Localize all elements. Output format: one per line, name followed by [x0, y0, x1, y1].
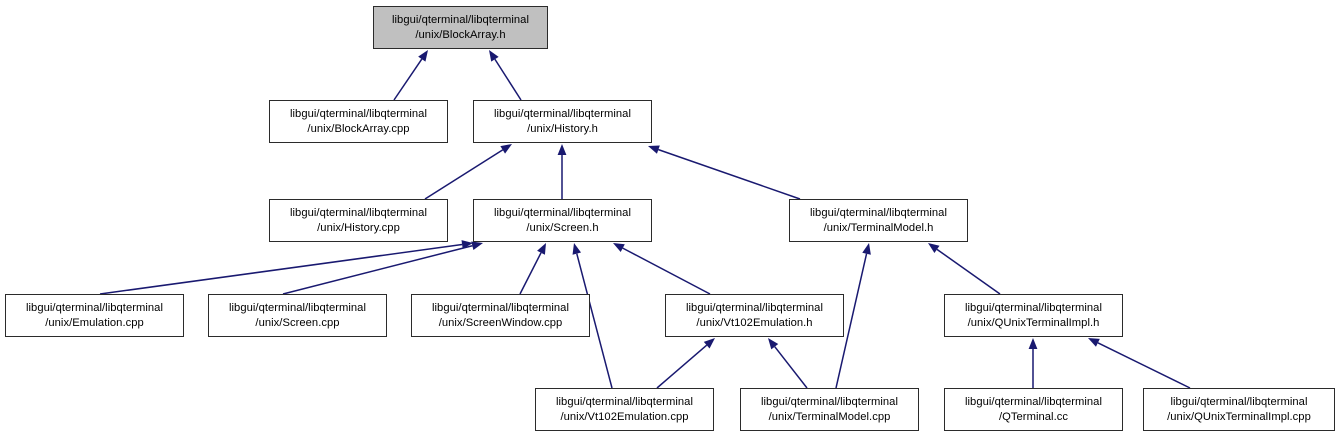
graph-edge-screen_h-to-history_h [557, 144, 567, 199]
node-label-line2: /unix/Emulation.cpp [45, 316, 144, 329]
graph-edge-qunixterminalimpl_cpp-to-qunixterminalimpl_h [1088, 338, 1191, 389]
node-label-line1: libgui/qterminal/libqterminal [493, 206, 631, 219]
graph-node-qunixterminalimpl_h[interactable]: libgui/qterminal/libqterminal/unix/QUnix… [944, 294, 1123, 337]
graph-node-screenwindow_cpp[interactable]: libgui/qterminal/libqterminal/unix/Scree… [411, 294, 590, 337]
node-label-line2: /unix/TerminalModel.cpp [768, 410, 891, 423]
node-label-line2: /unix/BlockArray.h [415, 28, 506, 41]
graph-node-terminalmodel_cpp[interactable]: libgui/qterminal/libqterminal/unix/Termi… [740, 388, 919, 431]
node-label-line1: libgui/qterminal/libqterminal [1170, 395, 1308, 408]
node-label-line2: /unix/Vt102Emulation.cpp [560, 410, 689, 423]
graph-node-blockarray_cpp[interactable]: libgui/qterminal/libqterminal/unix/Block… [269, 100, 448, 143]
graph-node-history_h[interactable]: libgui/qterminal/libqterminal/unix/Histo… [473, 100, 652, 143]
node-label-line1: libgui/qterminal/libqterminal [289, 206, 427, 219]
node-label-line1: libgui/qterminal/libqterminal [809, 206, 947, 219]
node-label-line2: /unix/Vt102Emulation.h [696, 316, 813, 329]
graph-edge-qterminal_cc-to-qunixterminalimpl_h [1028, 338, 1038, 388]
node-label-line1: libgui/qterminal/libqterminal [760, 395, 898, 408]
node-label-line2: /unix/ScreenWindow.cpp [438, 316, 563, 329]
graph-node-vt102emulation_h[interactable]: libgui/qterminal/libqterminal/unix/Vt102… [665, 294, 844, 337]
node-label-line2: /unix/Screen.h [526, 221, 599, 234]
node-label-line1: libgui/qterminal/libqterminal [391, 13, 529, 26]
node-label-line2: /unix/Screen.cpp [255, 316, 340, 329]
graph-edge-vt102emulation_h-to-screen_h [613, 243, 711, 295]
node-label-line2: /unix/QUnixTerminalImpl.cpp [1167, 410, 1311, 423]
node-label-line1: libgui/qterminal/libqterminal [555, 395, 693, 408]
graph-edge-history_cpp-to-history_h [424, 144, 512, 200]
graph-edge-screen_cpp-to-screen_h [282, 241, 483, 295]
graph-node-blockarray_h[interactable]: libgui/qterminal/libqterminal/unix/Block… [373, 6, 548, 49]
graph-node-qunixterminalimpl_cpp[interactable]: libgui/qterminal/libqterminal/unix/QUnix… [1143, 388, 1335, 431]
node-label-line2: /QTerminal.cc [998, 410, 1069, 423]
graph-node-emulation_cpp[interactable]: libgui/qterminal/libqterminal/unix/Emula… [5, 294, 184, 337]
graph-edge-blockarray_cpp-to-blockarray_h [393, 50, 428, 101]
graph-node-terminalmodel_h[interactable]: libgui/qterminal/libqterminal/unix/Termi… [789, 199, 968, 242]
node-label-line2: /unix/History.h [527, 122, 598, 135]
graph-node-screen_cpp[interactable]: libgui/qterminal/libqterminal/unix/Scree… [208, 294, 387, 337]
graph-edge-terminalmodel_cpp-to-vt102emulation_h [768, 338, 808, 389]
graph-edge-terminalmodel_h-to-history_h [648, 145, 801, 200]
node-label-line1: libgui/qterminal/libqterminal [964, 395, 1102, 408]
graph-edge-vt102emulation_cpp-to-vt102emulation_h [656, 338, 715, 389]
graph-edge-emulation_cpp-to-screen_h [99, 240, 473, 295]
graph-edge-history_h-to-blockarray_h [489, 50, 522, 101]
node-label-line1: libgui/qterminal/libqterminal [964, 301, 1102, 314]
node-label-line2: /unix/QUnixTerminalImpl.h [967, 316, 1100, 329]
graph-edge-qunixterminalimpl_h-to-terminalmodel_h [928, 243, 1001, 295]
node-label-line1: libgui/qterminal/libqterminal [431, 301, 569, 314]
node-label-line2: /unix/TerminalModel.h [823, 221, 934, 234]
node-label-line2: /unix/History.cpp [317, 221, 400, 234]
graph-node-qterminal_cc[interactable]: libgui/qterminal/libqterminal/QTerminal.… [944, 388, 1123, 431]
node-label-line2: /unix/BlockArray.cpp [307, 122, 410, 135]
node-label-line1: libgui/qterminal/libqterminal [493, 107, 631, 120]
node-label-line1: libgui/qterminal/libqterminal [25, 301, 163, 314]
node-label-line1: libgui/qterminal/libqterminal [228, 301, 366, 314]
node-label-line1: libgui/qterminal/libqterminal [289, 107, 427, 120]
graph-node-screen_h[interactable]: libgui/qterminal/libqterminal/unix/Scree… [473, 199, 652, 242]
node-label-line1: libgui/qterminal/libqterminal [685, 301, 823, 314]
graph-node-history_cpp[interactable]: libgui/qterminal/libqterminal/unix/Histo… [269, 199, 448, 242]
graph-node-vt102emulation_cpp[interactable]: libgui/qterminal/libqterminal/unix/Vt102… [535, 388, 714, 431]
graph-edge-screenwindow_cpp-to-screen_h [519, 243, 546, 295]
